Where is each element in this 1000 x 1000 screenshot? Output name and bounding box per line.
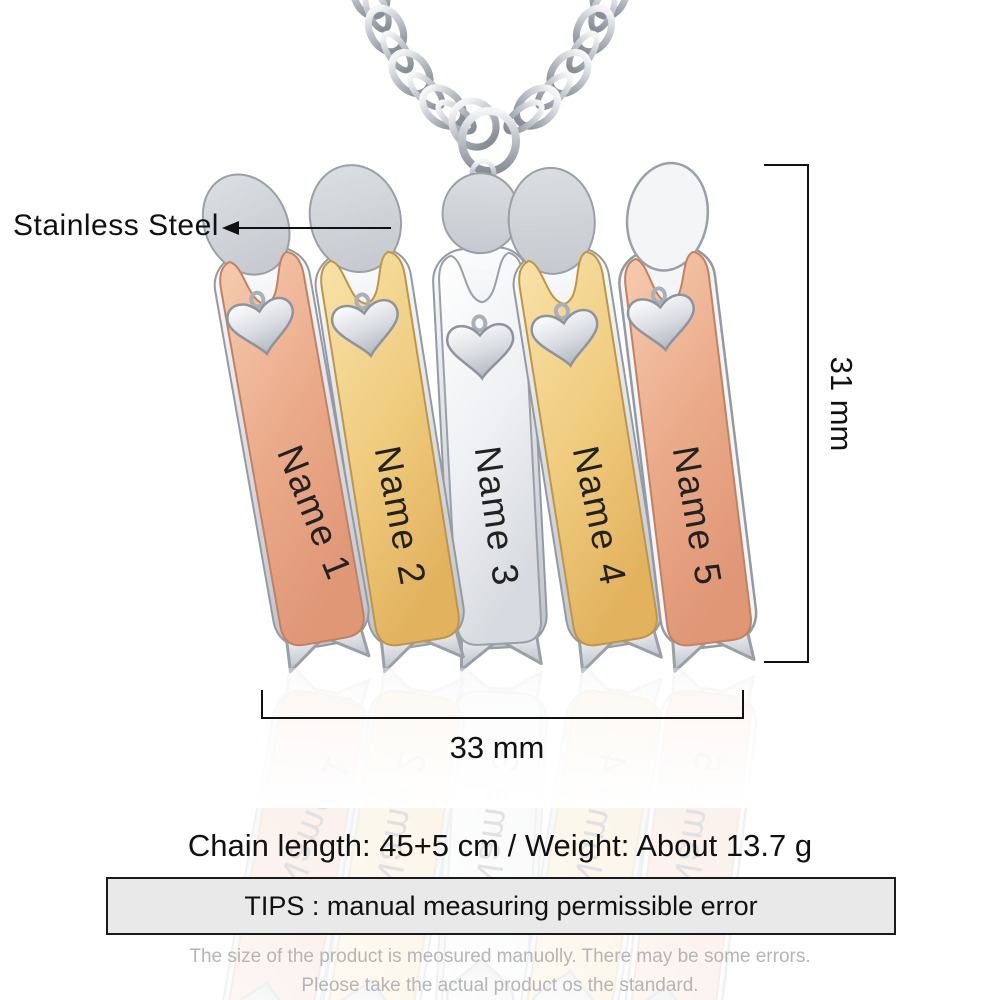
width-measurement-label: 33 mm: [449, 730, 545, 765]
height-measure-bracket: [764, 164, 809, 663]
person-head-icon: [308, 164, 403, 274]
pendant-figure-3: Name 3: [430, 172, 550, 672]
pendant-figure-2: Name 2: [308, 164, 470, 674]
width-measure-bracket: [261, 690, 744, 719]
disclaimer-text-2: Pleose take the actual product os the st…: [301, 975, 699, 996]
reflection-fade: [220, 668, 780, 808]
pendant-figure-5: Name 5: [614, 161, 762, 673]
necklace-chain: [349, 0, 631, 190]
person-head-icon: [201, 173, 291, 276]
pendant-row: Name 3 Name 2 Name 4: [201, 161, 762, 674]
material-callout-arrow: [222, 221, 391, 235]
arrow-head-icon: [222, 221, 239, 235]
chain-length-weight-text: Chain length: 45+5 cm / Weight: About 13…: [187, 828, 813, 863]
person-head-icon: [625, 161, 710, 272]
tips-box: TIPS : manual measuring permissible erro…: [106, 877, 896, 935]
stainless-steel-label: Stainless Steel: [13, 209, 219, 242]
pendant-figure-4: Name 4: [507, 166, 668, 674]
person-head-icon: [507, 166, 596, 275]
height-measurement-label: 31 mm: [824, 356, 859, 452]
disclaimer-text-1: The size of the product is meosured manu…: [189, 946, 811, 967]
